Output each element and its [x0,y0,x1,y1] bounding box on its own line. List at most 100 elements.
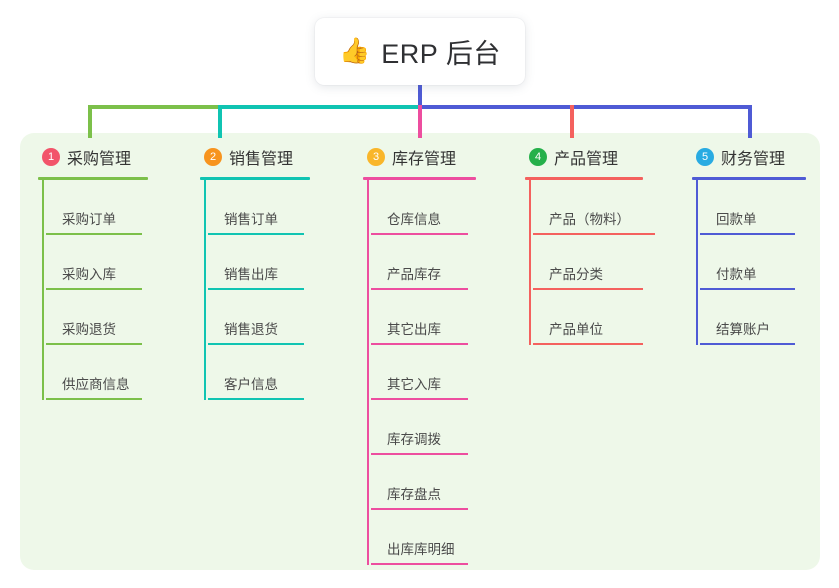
leaf-node[interactable]: 销售退货 [208,290,350,345]
branch-leaf-list: 产品（物料） 产品分类产品单位 [525,180,685,345]
leaf-node-rule [700,233,795,235]
connector-bus-segment-2 [218,105,418,109]
branch-header-2[interactable]: 2 销售管理 [200,143,350,171]
leaf-node[interactable]: 客户信息 [208,345,350,400]
thumbs-up-icon: 👍 [339,37,371,65]
leaf-node-label: 仓库信息 [387,212,441,227]
leaf-node-label: 库存盘点 [387,487,441,502]
leaf-node[interactable]: 其它出库 [371,290,513,345]
leaf-node[interactable]: 供应商信息 [46,345,188,400]
leaf-node-rule [371,233,468,235]
connector-bus-segment-3 [418,105,570,109]
connector-drop-4 [570,105,574,138]
branch-header-rule [692,177,806,180]
leaf-node-label: 出库库明细 [387,542,455,557]
connector-drop-5 [748,105,752,138]
branch-title: 库存管理 [392,151,457,168]
branch-title: 销售管理 [229,151,294,168]
leaf-node-label: 销售退货 [224,322,278,337]
leaf-node-label: 采购退货 [62,322,116,337]
leaf-node[interactable]: 库存盘点 [371,455,513,510]
branch-title: 产品管理 [554,151,619,168]
leaf-node-rule [533,288,643,290]
leaf-node-rule [533,233,655,235]
root-node-erp[interactable]: 👍 ERP 后台 [315,18,525,85]
branch-number-badge: 2 [204,148,222,166]
branch-number-badge: 5 [696,148,714,166]
leaf-node-rule [208,343,304,345]
branch-header-rule [38,177,148,180]
branch-column-2: 2 销售管理销售订单销售出库销售退货客户信息 [200,143,350,400]
leaf-node-label: 产品库存 [387,267,441,282]
leaf-node[interactable]: 出库库明细 [371,510,513,565]
branch-spine [204,180,206,400]
leaf-node-label: 供应商信息 [62,377,130,392]
leaf-node-label: 其它入库 [387,377,441,392]
branch-header-4[interactable]: 4 产品管理 [525,143,685,171]
branch-header-rule [525,177,643,180]
connector-bus-segment-1 [88,105,218,109]
leaf-node-rule [371,563,468,565]
branch-header-5[interactable]: 5 财务管理 [692,143,832,171]
leaf-node[interactable]: 产品库存 [371,235,513,290]
branch-column-3: 3 库存管理仓库信息产品库存其它出库其它入库库存调拨库存盘点出库库明细 [363,143,513,565]
leaf-node-label: 采购订单 [62,212,116,227]
leaf-node[interactable]: 采购订单 [46,180,188,235]
branch-leaf-list: 回款单付款单结算账户 [692,180,832,345]
leaf-node-rule [371,288,468,290]
leaf-node-label: 客户信息 [224,377,278,392]
leaf-node-label: 销售出库 [224,267,278,282]
branch-header-rule [200,177,310,180]
leaf-node-label: 产品分类 [549,267,603,282]
leaf-node[interactable]: 付款单 [700,235,832,290]
branch-header-rule [363,177,476,180]
leaf-node-rule [371,398,468,400]
leaf-node[interactable]: 采购退货 [46,290,188,345]
leaf-node-rule [46,233,142,235]
diagram-panel [20,133,820,570]
leaf-node-label: 其它出库 [387,322,441,337]
leaf-node-rule [208,398,304,400]
leaf-node-rule [46,288,142,290]
leaf-node[interactable]: 回款单 [700,180,832,235]
leaf-node[interactable]: 产品（物料） [533,180,685,235]
leaf-node-rule [371,343,468,345]
leaf-node[interactable]: 结算账户 [700,290,832,345]
leaf-node-rule [208,288,304,290]
root-node-title: ERP 后台 [381,39,501,69]
branch-leaf-list: 仓库信息产品库存其它出库其它入库库存调拨库存盘点出库库明细 [363,180,513,565]
leaf-node[interactable]: 产品单位 [533,290,685,345]
branch-spine [696,180,698,345]
leaf-node[interactable]: 库存调拨 [371,400,513,455]
leaf-node[interactable]: 其它入库 [371,345,513,400]
connector-drop-1 [88,105,92,138]
leaf-node[interactable]: 销售订单 [208,180,350,235]
leaf-node-label: 结算账户 [716,322,770,337]
leaf-node-rule [700,288,795,290]
branch-number-badge: 3 [367,148,385,166]
branch-spine [367,180,369,565]
leaf-node[interactable]: 销售出库 [208,235,350,290]
leaf-node-rule [371,508,468,510]
leaf-node-rule [208,233,304,235]
leaf-node-label: 产品单位 [549,322,603,337]
leaf-node-label: 产品（物料） [549,212,630,227]
branch-spine [529,180,531,345]
branch-leaf-list: 采购订单采购入库采购退货供应商信息 [38,180,188,400]
leaf-node-label: 销售订单 [224,212,278,227]
leaf-node-rule [371,453,468,455]
leaf-node[interactable]: 产品分类 [533,235,685,290]
leaf-node-rule [46,398,142,400]
leaf-node-label: 库存调拨 [387,432,441,447]
branch-number-badge: 4 [529,148,547,166]
branch-leaf-list: 销售订单销售出库销售退货客户信息 [200,180,350,400]
branch-header-3[interactable]: 3 库存管理 [363,143,513,171]
leaf-node[interactable]: 采购入库 [46,235,188,290]
leaf-node-rule [533,343,643,345]
leaf-node-label: 回款单 [716,212,757,227]
leaf-node[interactable]: 仓库信息 [371,180,513,235]
branch-title: 财务管理 [721,151,786,168]
connector-root-stem [418,85,422,107]
connector-bus-segment-4 [570,105,752,109]
